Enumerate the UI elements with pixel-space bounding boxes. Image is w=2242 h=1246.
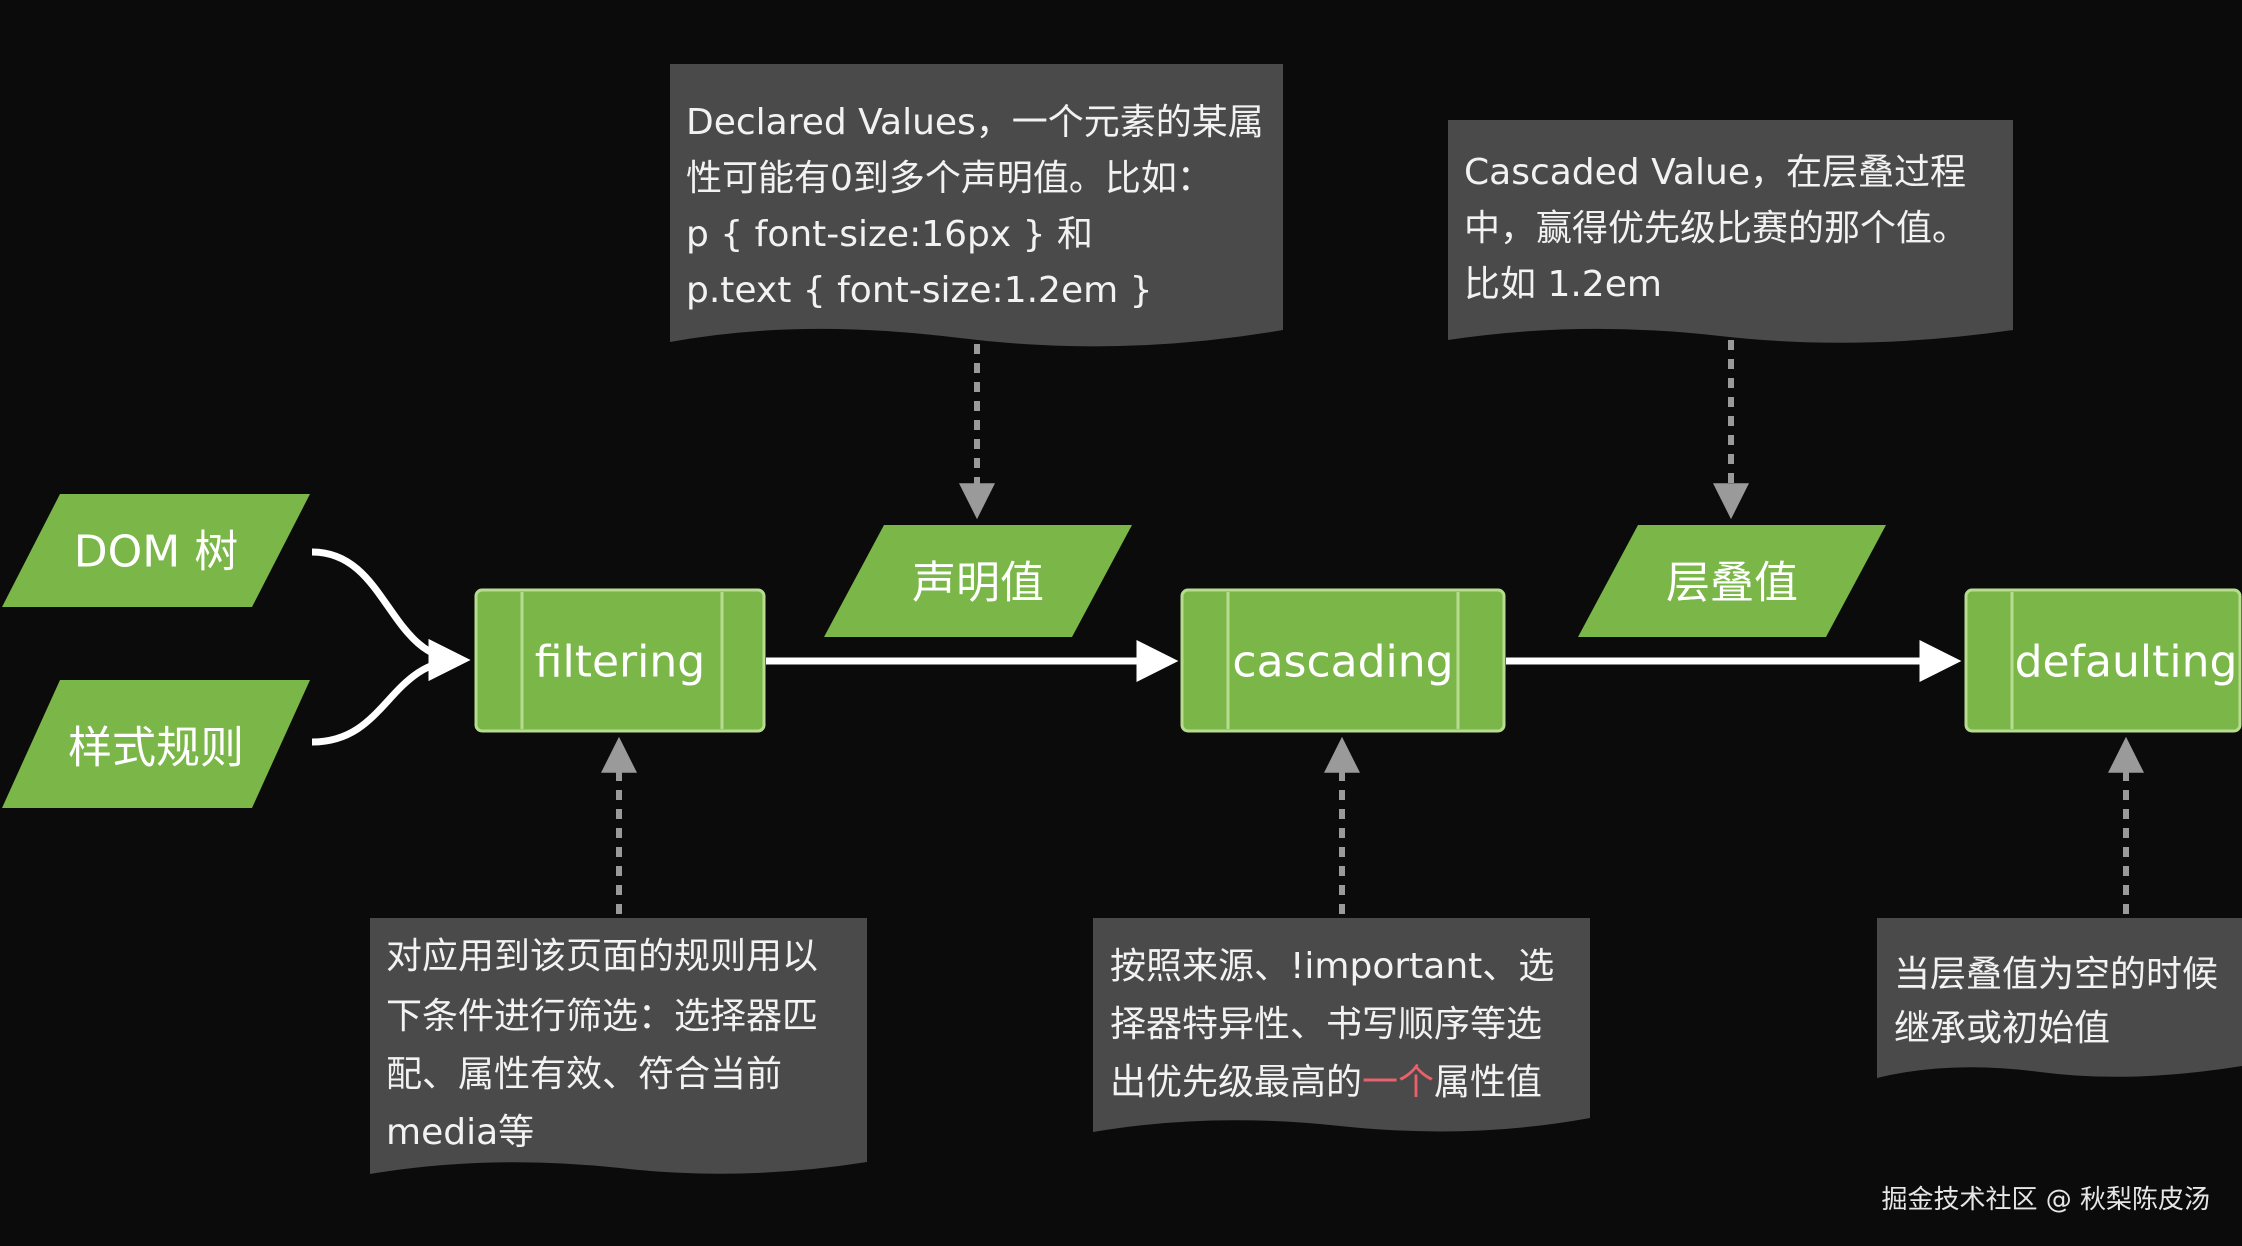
note-cascaded-line-1: Cascaded Value，在层叠过程 [1464, 152, 1966, 193]
note-cascaded-line-3: 比如 1.2em [1464, 264, 1662, 305]
process-filtering: filtering [474, 588, 766, 733]
note-filtering-line-2: 下条件进行筛选：选择器匹 [386, 996, 818, 1037]
value-declared-label: 声明值 [912, 558, 1044, 609]
watermark: 掘金技术社区 @ 秋梨陈皮汤 [1881, 1185, 2210, 1215]
connector-dom-to-filtering [311, 548, 471, 681]
value-cascaded: 层叠值 [1578, 525, 1886, 637]
note-cascaded-value: Cascaded Value，在层叠过程 中，赢得优先级比赛的那个值。 比如 1… [1448, 120, 2013, 343]
note-declared-line-2: 性可能有0到多个声明值。比如： [686, 158, 1213, 199]
process-filtering-label: filtering [535, 637, 705, 688]
note-declared-values: Declared Values，一个元素的某属 性可能有0到多个声明值。比如： … [670, 64, 1283, 347]
note-defaulting-line-2: 继承或初始值 [1894, 1008, 2110, 1049]
process-defaulting-label: defaulting [2015, 637, 2238, 688]
note-filtering-line-1: 对应用到该页面的规则用以 [386, 936, 818, 977]
note-cascading-line-3: 出优先级最高的一个属性值 [1110, 1062, 1542, 1103]
note-cascading-highlight: 一个 [1362, 1062, 1434, 1103]
value-declared: 声明值 [824, 525, 1132, 637]
note-cascading-line-1: 按照来源、!important、选 [1110, 946, 1554, 987]
note-defaulting: 当层叠值为空的时候 继承或初始值 [1877, 918, 2242, 1078]
note-filtering-line-3: 配、属性有效、符合当前 [386, 1054, 782, 1095]
process-cascading: cascading [1180, 588, 1506, 733]
input-style-rules-label: 样式规则 [68, 723, 244, 774]
note-cascading-line-2: 择器特异性、书写顺序等选 [1110, 1004, 1542, 1045]
note-cascading-line-3-end: 属性值 [1434, 1062, 1542, 1103]
input-dom-tree: DOM 树 [2, 494, 310, 607]
note-cascading-line-3-start: 出优先级最高的 [1110, 1062, 1362, 1103]
note-defaulting-line-1: 当层叠值为空的时候 [1894, 954, 2218, 995]
note-declared-line-1: Declared Values，一个元素的某属 [686, 102, 1264, 143]
note-filtering: 对应用到该页面的规则用以 下条件进行筛选：选择器匹 配、属性有效、符合当前 me… [370, 918, 867, 1174]
input-style-rules: 样式规则 [2, 680, 310, 808]
note-cascaded-line-2: 中，赢得优先级比赛的那个值。 [1464, 208, 1968, 249]
input-dom-tree-label: DOM 树 [74, 527, 238, 578]
note-cascading: 按照来源、!important、选 择器特异性、书写顺序等选 出优先级最高的一个… [1093, 918, 1590, 1132]
process-defaulting: defaulting [1964, 588, 2242, 733]
value-cascaded-label: 层叠值 [1666, 558, 1798, 609]
note-declared-line-4: p.text { font-size:1.2em } [686, 270, 1153, 311]
note-declared-line-3: p { font-size:16px } 和 [686, 214, 1093, 255]
process-cascading-label: cascading [1232, 637, 1453, 688]
connector-style-rules-to-filtering [311, 639, 471, 746]
note-filtering-line-4: media等 [386, 1112, 534, 1153]
